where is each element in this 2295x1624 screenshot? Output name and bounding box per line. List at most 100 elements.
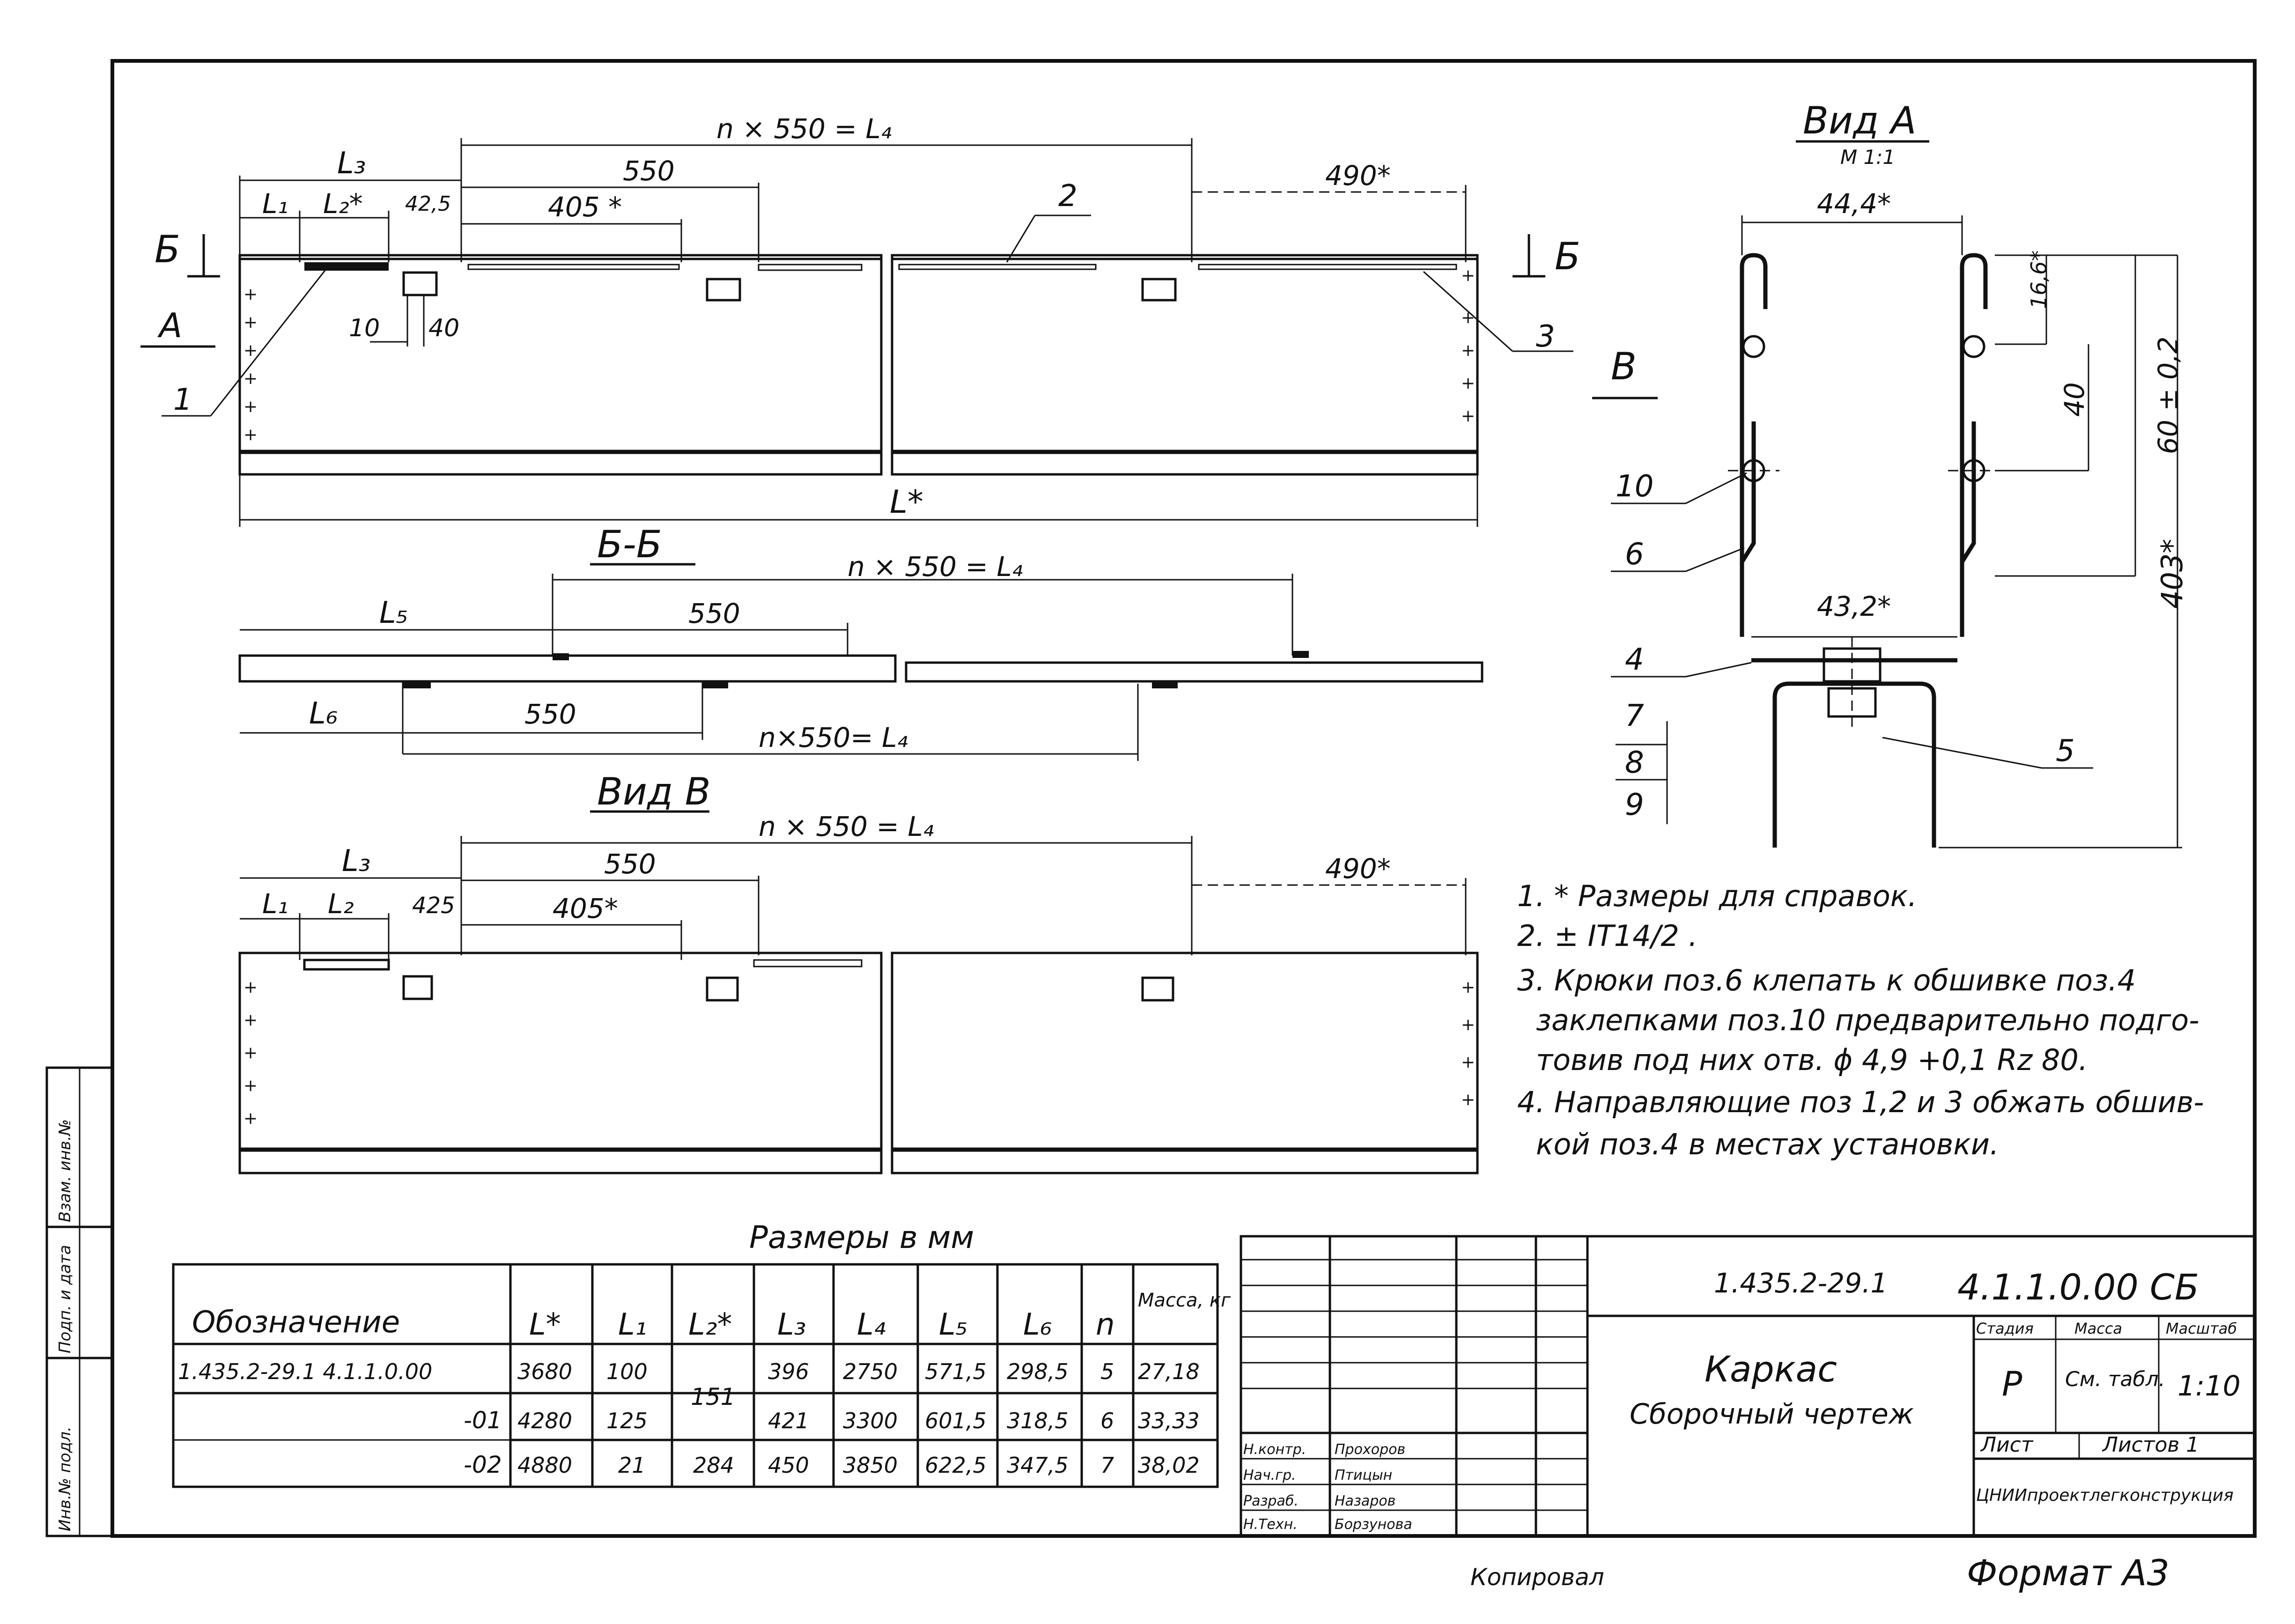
callout-2: 2 [1058, 179, 1077, 214]
tb-code: 1.435.2-29.1 [1714, 1267, 1888, 1299]
svg-text:+: + [244, 341, 258, 360]
A-dim-60: 60 ± 0,2 [2152, 336, 2184, 454]
format-label: Формат А3 [1967, 1552, 2170, 1594]
cell-r0-L4: 2750 [843, 1359, 898, 1384]
note-line-3: 3. Крюки поз.6 клепать к обшивке поз.4 [1517, 963, 2136, 997]
A-callout-6: 6 [1625, 537, 1644, 572]
cell-r0-L3: 396 [768, 1359, 809, 1384]
svg-text:+: + [244, 285, 258, 304]
cell-r2-mass: 38,02 [1138, 1453, 1200, 1478]
cell-r0-n: 5 [1100, 1359, 1114, 1384]
tb-stage: Р [2002, 1364, 2022, 1403]
callout-3: 3 [1536, 319, 1555, 354]
dim-L3: L₃ [337, 146, 366, 181]
dim-40: 40 [428, 314, 459, 342]
dim-n550-L4: n × 550 = L₄ [716, 113, 892, 145]
size-table-caption: Размеры в мм [749, 1219, 974, 1255]
note-line-5: товив под них отв. ϕ 4,9 +0,1 Rz 80. [1536, 1043, 2088, 1077]
tb-doc-type: Сборочный чертеж [1630, 1398, 1914, 1431]
A-dim-43-2: 43,2* [1817, 591, 1891, 622]
cell-r1-L4: 3300 [843, 1408, 898, 1433]
cell-r1-n: 6 [1100, 1408, 1114, 1433]
dim-L2: L₂* [323, 188, 363, 220]
cell-r2-n: 7 [1100, 1453, 1114, 1478]
cell-r2-L5: 622,5 [925, 1453, 987, 1478]
title-block: 1.435.2-29.1 4.1.1.0.00 СБ Каркас Сбороч… [1240, 1235, 2256, 1537]
frame-body-right [891, 254, 1479, 476]
V-dim-L2: L₂ [328, 888, 354, 920]
cell-r0-L6: 298,5 [1007, 1359, 1069, 1384]
V-dim-L3: L₃ [342, 844, 370, 878]
A-dim-44-4: 44,4* [1817, 188, 1891, 220]
th-L2: L₂* [688, 1307, 732, 1342]
A-dim-16-6: 16,6* [2026, 251, 2051, 309]
tb-name-1: Прохоров [1335, 1441, 1405, 1458]
svg-text:+: + [244, 1043, 258, 1063]
th-L3: L₃ [777, 1307, 806, 1342]
svg-text:+: + [1461, 1015, 1475, 1034]
section-BB-title: Б-Б [597, 523, 662, 566]
cell-r0-L1: 100 [606, 1359, 648, 1384]
cell-r2-L2: 284 [693, 1453, 734, 1478]
cell-r2-L3: 450 [768, 1453, 809, 1478]
cell-r2-designation: -02 [464, 1451, 502, 1478]
tb-mass-header: Масса [2074, 1320, 2122, 1337]
view-A-scale: М 1:1 [1840, 146, 1895, 169]
V-dim-490: 490* [1325, 853, 1391, 885]
A-callout-9: 9 [1625, 788, 1644, 822]
svg-text:+: + [244, 397, 258, 416]
cell-r2-L: 4880 [517, 1453, 572, 1478]
svg-text:+: + [244, 978, 258, 997]
view-V: Вид В + + + + + + + + + n × 550 = L₄ L₃ [238, 770, 1479, 1174]
cell-r0-L5: 571,5 [925, 1359, 987, 1384]
tb-stage-header: Стадия [1976, 1320, 2034, 1337]
section-BB: Б-Б n × 550 = L₄ L₅ 550 L₆ 550 n×550= L₄ [238, 523, 1483, 761]
view-V-mark: В [1611, 345, 1637, 388]
A-dim-403: 403* [2155, 539, 2189, 609]
stamp-sign-date: Подп. и дата [56, 1245, 74, 1353]
tb-scale-header: Масштаб [2166, 1320, 2237, 1337]
note-line-1: 1. * Размеры для справок. [1517, 879, 1917, 913]
svg-text:+: + [1461, 1053, 1475, 1072]
dim-L-total: L* [890, 484, 923, 521]
tb-sheets-header: Листов 1 [2102, 1433, 2199, 1457]
A-dim-40: 40 [2059, 382, 2090, 417]
cell-r1-L5: 601,5 [925, 1408, 987, 1433]
svg-text:+: + [244, 425, 258, 444]
size-table: Размеры в мм Обозначение L* L₁ L₂* L₃ L₄… [172, 1219, 1231, 1488]
svg-text:+: + [244, 1109, 258, 1128]
technical-notes: 1. * Размеры для справок. 2. ± IT14/2 . … [1517, 879, 2204, 1161]
dim-42-5: 42,5 [405, 192, 451, 216]
svg-text:+: + [1461, 374, 1475, 393]
cell-r0-mass: 27,18 [1138, 1359, 1200, 1384]
cell-r1-L6: 318,5 [1007, 1408, 1069, 1433]
A-callout-7: 7 [1625, 699, 1644, 733]
tb-scale: 1:10 [2177, 1370, 2241, 1403]
view-A: Вид А М 1:1 44,4* 16,6* [1611, 99, 2189, 849]
A-callout-10: 10 [1616, 469, 1653, 504]
frame-body-left [238, 254, 883, 476]
BB-dim-L5: L₅ [379, 596, 408, 630]
dim-405: 405 * [548, 191, 622, 223]
svg-text:+: + [244, 1011, 258, 1030]
cell-r2-L6: 347,5 [1007, 1453, 1069, 1478]
cell-r1-designation: -01 [464, 1407, 502, 1434]
cell-r1-L1: 125 [606, 1408, 648, 1433]
view-V-title: Вид В [597, 770, 711, 813]
cell-r1-L: 4280 [517, 1408, 572, 1433]
tb-name-3: Назаров [1335, 1493, 1395, 1509]
cell-r0-designation: 1.435.2-29.1 4.1.1.0.00 [178, 1359, 432, 1384]
V-dim-405: 405* [553, 893, 618, 924]
tb-role-3: Разраб. [1243, 1493, 1299, 1509]
tb-role-2: Нач.гр. [1243, 1467, 1296, 1484]
tb-organization: ЦНИИпроектлегконструкция [1976, 1486, 2234, 1505]
BB-dim-L6: L₆ [309, 696, 338, 731]
BB-dim-n550-bot: n×550= L₄ [759, 722, 908, 753]
cell-r1-mass: 33,33 [1138, 1408, 1200, 1433]
note-line-6: 4. Направляющие поз 1,2 и 3 обжать обшив… [1517, 1085, 2204, 1119]
cut-mark-left: Б [155, 228, 180, 271]
dim-490: 490* [1325, 160, 1391, 192]
V-dim-550: 550 [604, 848, 656, 880]
tb-role-1: Н.контр. [1243, 1441, 1306, 1458]
th-L5: L₅ [939, 1307, 967, 1342]
